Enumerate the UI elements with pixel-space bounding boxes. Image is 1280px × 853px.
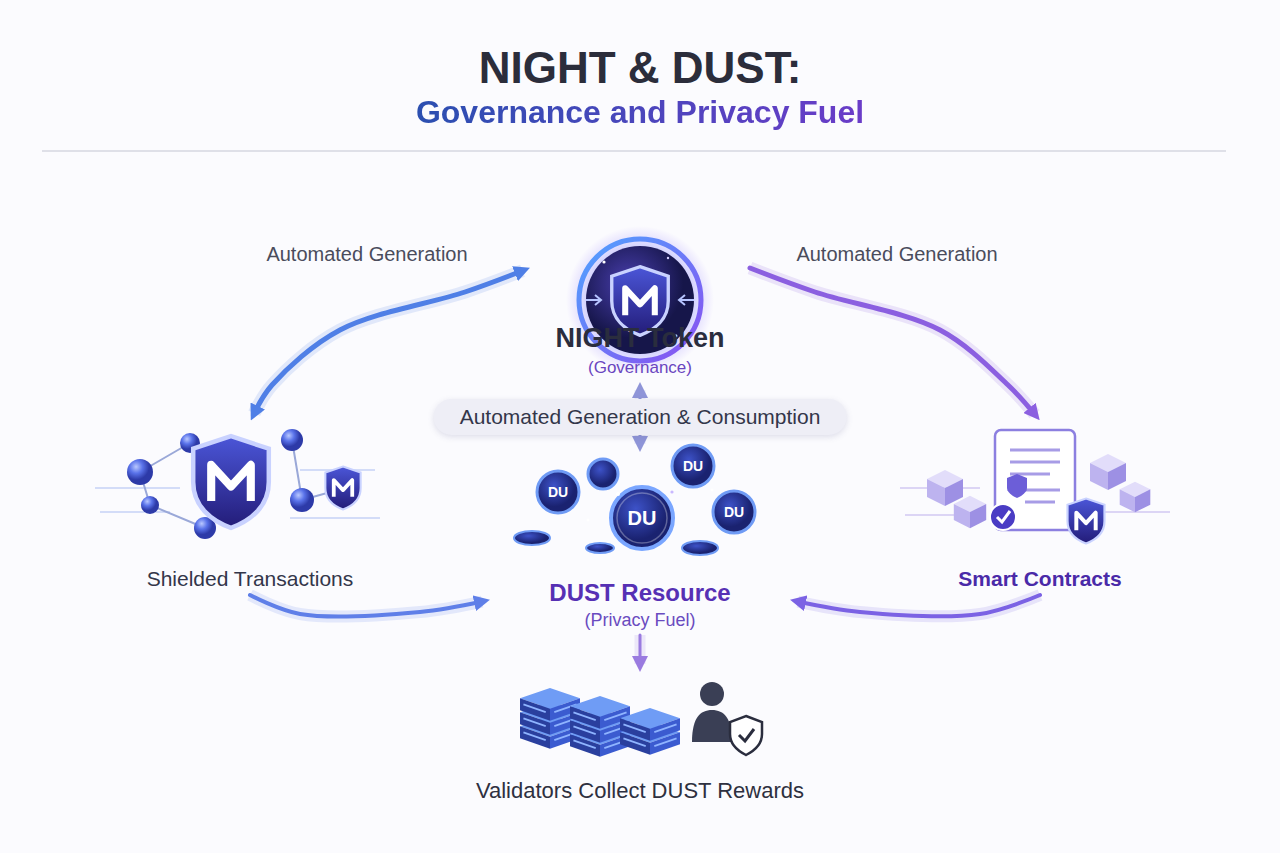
dust-coins-icon — [670, 490, 673, 493]
dust-coins-icon — [587, 519, 590, 522]
shielded-network-icon — [141, 496, 159, 514]
dust-coins-icon — [537, 471, 579, 513]
smart-contract-icon — [1090, 454, 1126, 490]
smart-contract-icon — [1120, 482, 1151, 513]
node-subtext: (Privacy Fuel) — [584, 610, 695, 631]
node-heading: Smart Contracts — [958, 567, 1121, 591]
validator-servers-icon — [520, 682, 762, 757]
feature-node: Smart Contracts — [910, 420, 1170, 595]
connector-glow — [798, 595, 1040, 616]
smart-contract-icon — [997, 511, 1010, 522]
dust-coins-icon — [588, 459, 618, 489]
smart-contract-icon — [995, 430, 1075, 530]
dust-coins-icon — [672, 445, 714, 487]
smart-contract-icon — [990, 504, 1016, 530]
dust-coins-icon — [514, 445, 755, 555]
coin-mark: DU — [724, 504, 744, 520]
edge-label: Automated Generation — [792, 241, 1001, 268]
node-heading: Shielded Transactions — [147, 567, 354, 591]
night-token-icon — [586, 295, 601, 305]
subtitle: Governance and Privacy Fuel — [416, 94, 864, 131]
coin-mark: DU — [628, 507, 657, 530]
dust-coins-icon — [711, 489, 714, 492]
coin-mark: DU — [683, 458, 703, 474]
smart-contract-icon — [927, 470, 963, 506]
dust-coins-icon — [586, 543, 614, 553]
title-rule — [42, 150, 1226, 152]
dust-coins-icon — [514, 531, 550, 545]
token-node: NIGHT Token (Governance) — [530, 232, 750, 382]
node-heading: NIGHT Token — [555, 323, 724, 354]
dust-coins-icon — [616, 492, 620, 496]
smart-contract-icon — [954, 496, 986, 528]
connector-glow — [635, 635, 646, 664]
flow-arrow — [798, 595, 1040, 616]
edge-label: Automated Generation & Consumption — [434, 399, 847, 435]
validator-servers-icon — [739, 729, 754, 741]
connector-glow — [254, 271, 522, 413]
dust-coins-icon — [682, 541, 718, 555]
shielded-network-icon — [325, 467, 360, 510]
validator-servers-icon — [692, 710, 732, 742]
shielded-network-icon — [193, 436, 269, 528]
night-token-icon — [667, 257, 669, 259]
night-token-icon — [679, 295, 694, 305]
connector-glow — [750, 268, 1035, 414]
connector-glow — [250, 595, 482, 617]
night-token-icon — [602, 260, 605, 263]
smart-contract-icon — [900, 430, 1170, 543]
validator-node: Validators Collect DUST Rewards — [420, 672, 860, 807]
node-subtext: (Governance) — [588, 358, 692, 378]
shielded-network-icon — [281, 429, 303, 451]
dust-coins-icon — [713, 491, 755, 533]
dust-coins-icon — [617, 493, 667, 543]
flow-arrow — [254, 271, 522, 413]
shielded-network-icon — [290, 488, 314, 512]
diagram-title: NIGHT & DUST: — [479, 43, 802, 94]
edge-label: Automated Generation — [262, 241, 471, 268]
node-heading: DUST Resource — [549, 579, 730, 607]
validator-servers-icon — [620, 708, 680, 741]
validator-servers-icon — [730, 716, 762, 755]
title-rule — [42, 151, 1226, 152]
flow-arrow — [750, 268, 1035, 414]
coin-mark: DU — [548, 484, 568, 500]
shielded-network-icon — [127, 459, 153, 485]
shielded-network-icon — [95, 429, 380, 539]
node-heading: Validators Collect DUST Rewards — [476, 778, 804, 803]
smart-contract-icon — [1068, 499, 1105, 544]
validator-servers-icon — [700, 682, 724, 706]
flow-arrow — [639, 635, 642, 664]
flow-arrow — [250, 595, 482, 617]
smart-contract-icon — [1007, 474, 1027, 498]
feature-node: Shielded Transactions — [120, 420, 380, 595]
dust-coins-icon — [611, 487, 673, 549]
resource-node: DUST Resource (Privacy Fuel) — [490, 452, 790, 635]
